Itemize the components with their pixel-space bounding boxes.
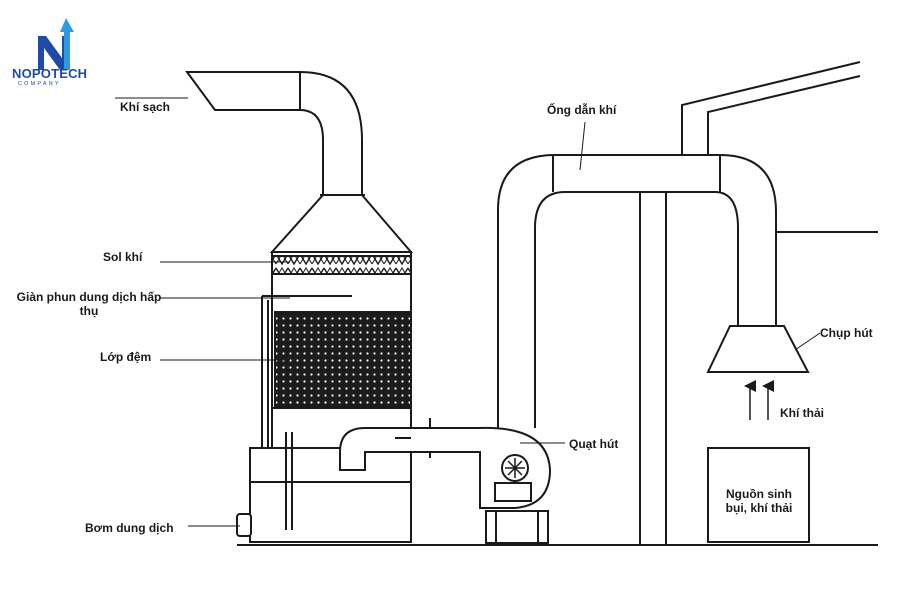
label-gian-phun: Giàn phun dung dịch hấp thụ [16, 290, 162, 318]
label-bom-dung-dich: Bơm dung dịch [85, 521, 174, 535]
logo-subtitle: COMPANY [18, 81, 61, 87]
logo-name: NOPOTECH [12, 66, 88, 81]
label-khi-thai: Khí thải [780, 406, 824, 420]
label-quat-hut: Quạt hút [569, 437, 619, 451]
label-nguon-sinh: Nguồn sinh bụi, khí thải [725, 487, 793, 515]
fan-assembly [339, 418, 552, 544]
nopotech-logo-icon [38, 18, 74, 70]
label-khi-sach: Khí sạch [120, 100, 171, 114]
exhaust-arrows [744, 380, 774, 420]
scrubber-tower [185, 71, 414, 543]
label-lop-dem: Lớp đệm [100, 350, 152, 364]
label-ong-dan-khi: Ống dẫn khí [547, 103, 617, 117]
leader-lines [115, 97, 821, 527]
label-sol-khi: Sol khí [103, 250, 143, 264]
label-chup-hut: Chụp hút [820, 326, 873, 340]
duct-system [237, 61, 878, 546]
